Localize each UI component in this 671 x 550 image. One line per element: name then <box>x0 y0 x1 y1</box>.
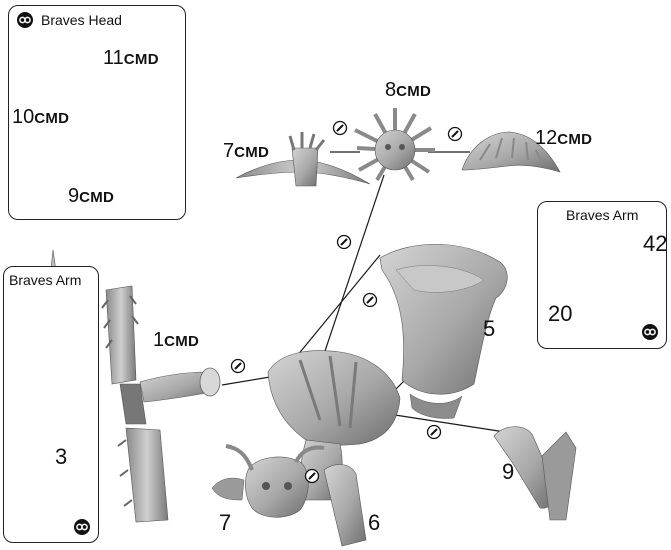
glue-drop-icon <box>332 120 348 136</box>
line-cloak-shoulder <box>291 254 381 363</box>
label-9: 9 <box>502 459 515 484</box>
sprue-link-icon <box>17 12 33 28</box>
glue-drop-icon <box>336 234 352 250</box>
label-7: 7 <box>219 510 232 535</box>
label-12cmd: 12CMD <box>535 127 593 149</box>
braves-arm-right-box: Braves Arm <box>537 201 667 349</box>
label-20: 20 <box>548 301 573 326</box>
label-5: 5 <box>483 316 496 341</box>
label-1cmd: 1CMD <box>153 329 200 351</box>
glue-drop-icon <box>362 292 378 308</box>
glue-drop-icon <box>447 126 463 142</box>
glue-drop-icon <box>230 358 246 374</box>
part-5-cloak <box>379 243 508 419</box>
part-8cmd-feather-crown <box>354 108 435 182</box>
label-11cmd: 11CMD <box>103 47 159 69</box>
glue-drop-icon <box>304 468 320 484</box>
braves-head-box: Braves Head <box>8 5 186 220</box>
glue-drop-icon <box>426 424 442 440</box>
label-3: 3 <box>55 444 68 469</box>
label-9cmd: 9CMD <box>68 185 115 207</box>
label-7cmd: 7CMD <box>223 140 270 162</box>
part-7cmd-mask-horns <box>235 132 371 187</box>
braves-head-title: Braves Head <box>41 12 122 28</box>
part-9-arm <box>493 426 577 521</box>
part-6-legs <box>323 464 367 547</box>
line-right-arm <box>394 414 506 433</box>
line-1cmd-arm <box>221 376 271 386</box>
braves-arm-left-title: Braves Arm <box>9 272 82 288</box>
part-1cmd-weapon <box>101 285 221 523</box>
line-head-torso <box>321 174 385 361</box>
part-12cmd-feather-cape <box>461 131 561 173</box>
label-8cmd: 8CMD <box>385 79 432 101</box>
sprue-link-icon <box>642 324 658 340</box>
braves-arm-right-title: Braves Arm <box>566 207 639 223</box>
braves-arm-left-box: Braves Arm <box>3 266 99 543</box>
sprue-link-icon <box>74 519 90 535</box>
label-6: 6 <box>368 510 381 535</box>
label-42: 42 <box>643 231 668 256</box>
part-7-skull <box>211 444 325 518</box>
label-10cmd: 10CMD <box>12 106 70 128</box>
